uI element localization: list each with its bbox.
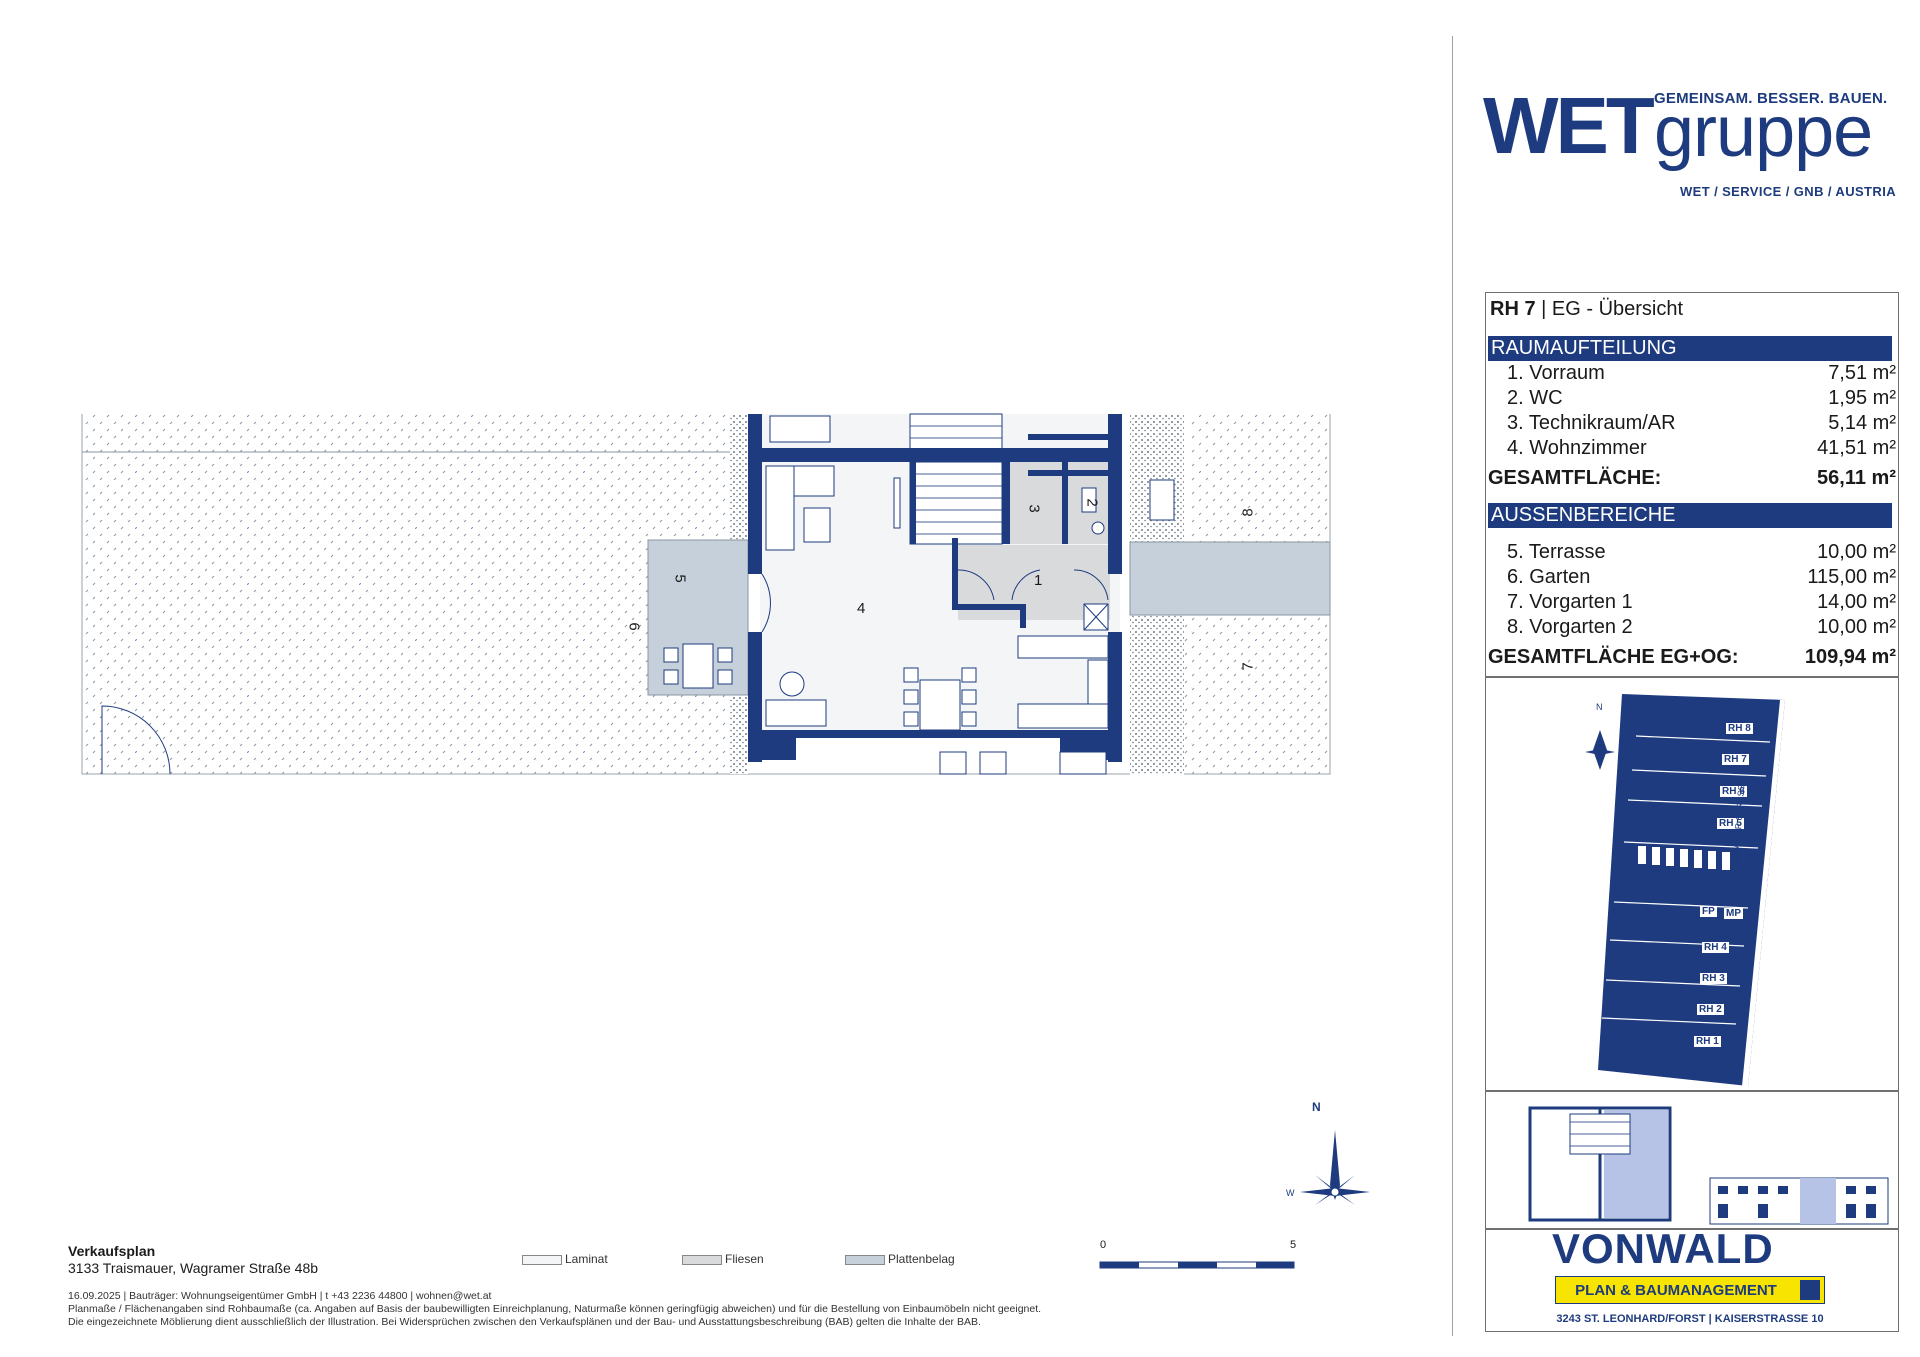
mini-elevation <box>1709 1177 1889 1225</box>
legend-swatch-fliesen <box>682 1255 722 1265</box>
footer-line-1: 16.09.2025 | Bauträger: Wohnungseigentüm… <box>68 1290 492 1302</box>
logo-tagline: GEMEINSAM. BESSER. BAUEN. <box>1654 90 1888 107</box>
section-raumaufteilung: RAUMAUFTEILUNG <box>1488 336 1892 361</box>
west-label: W <box>1286 1188 1295 1198</box>
logo-subline: WET / SERVICE / GNB / AUSTRIA <box>1679 184 1896 199</box>
garden-area <box>82 414 748 774</box>
logo-gruppe: gruppe <box>1654 92 1873 172</box>
scale-bar <box>1099 1261 1295 1269</box>
staircase <box>909 461 1003 545</box>
room-number-5: 5 <box>671 574 689 583</box>
vonwald-logo: VONWALD <box>1552 1225 1774 1272</box>
room-number-2: 2 <box>1083 498 1101 507</box>
legend-swatch-plattenbelag <box>845 1255 885 1265</box>
panel-separator <box>1485 1228 1899 1230</box>
walls <box>748 414 1122 762</box>
room-number-6: 6 <box>625 622 643 631</box>
logo-wet: WET <box>1483 81 1655 170</box>
scale-max: 5 <box>1290 1239 1297 1251</box>
info-panel <box>1485 292 1899 1332</box>
legend-label: Plattenbelag <box>888 1252 955 1266</box>
room-number-1: 1 <box>1034 572 1043 589</box>
site-north-label: N <box>1596 702 1603 712</box>
site-unit-label: RH 1 <box>1694 1036 1721 1047</box>
unit-view: | EG - Übersicht <box>1541 298 1684 320</box>
footer-line-2: Planmaße / Flächenangaben sind Rohbaumaß… <box>68 1303 1042 1315</box>
scale-min: 0 <box>1100 1239 1107 1251</box>
vonwald-tagline-bar: PLAN & BAUMANAGEMENT <box>1555 1276 1825 1304</box>
unit-code: RH 7 <box>1490 298 1536 320</box>
room-number-4: 4 <box>857 600 866 617</box>
site-unit-label: RH 8 <box>1726 723 1753 734</box>
vonwald-square-icon <box>1800 1280 1820 1300</box>
footer-title: Verkaufsplan <box>68 1243 156 1259</box>
room-number-7: 7 <box>1239 662 1257 671</box>
site-unit-label: RH 5 <box>1717 818 1744 829</box>
room-number-3: 3 <box>1025 504 1043 513</box>
site-mp-label: MP <box>1724 908 1743 919</box>
panel-separator <box>1485 1090 1899 1092</box>
footer-line-3: Die eingezeichnete Möblierung dient auss… <box>68 1316 981 1328</box>
section-aussenbereiche: AUSSENBEREICHE <box>1488 503 1892 528</box>
unit-title: RH 7 | EG - Übersicht <box>1490 298 1683 321</box>
room-number-8: 8 <box>1239 508 1257 517</box>
legend-label: Fliesen <box>725 1252 764 1266</box>
site-unit-label: RH 4 <box>1702 942 1729 953</box>
total-row: GESAMTFLÄCHE:56,11 m² <box>1488 467 1896 489</box>
site-unit-label: RH 7 <box>1722 754 1749 765</box>
total-row: GESAMTFLÄCHE EG+OG:109,94 m² <box>1488 646 1896 668</box>
legend-swatch-laminat <box>522 1255 562 1265</box>
mini-floorplan <box>1528 1106 1672 1222</box>
north-label: N <box>1312 1100 1321 1114</box>
panel-separator <box>1485 676 1899 678</box>
site-unit-label: RH 6 <box>1720 786 1747 797</box>
vonwald-address: 3243 ST. LEONHARD/FORST | KAISERSTRASSE … <box>1556 1313 1824 1325</box>
legend-label: Laminat <box>565 1252 608 1266</box>
site-unit-label: RH 2 <box>1697 1004 1724 1015</box>
vonwald-tagline: PLAN & BAUMANAGEMENT <box>1575 1282 1777 1299</box>
front-garden-2 <box>1190 414 1330 542</box>
north-arrow-icon <box>1300 1130 1370 1205</box>
site-unit-label: RH 3 <box>1700 973 1727 984</box>
divider-line <box>1452 36 1453 1336</box>
site-fp-label: FP <box>1700 906 1717 917</box>
footer-address: 3133 Traismauer, Wagramer Straße 48b <box>68 1260 319 1276</box>
